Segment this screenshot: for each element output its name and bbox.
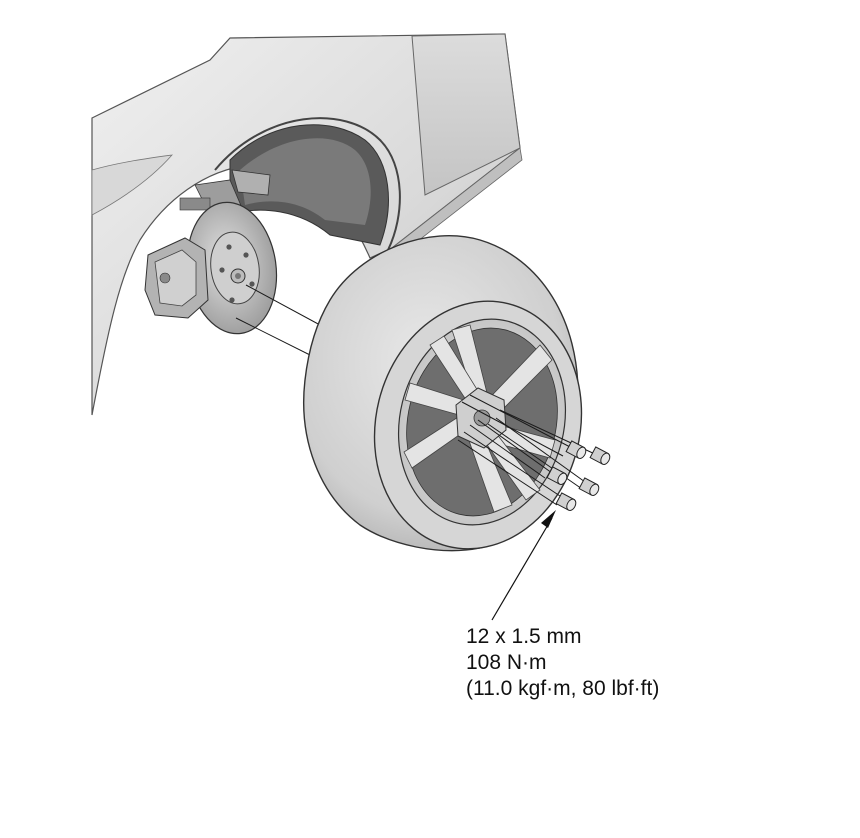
torque-alt-units-text: (11.0 kgf·m, 80 lbf·ft) <box>466 677 660 700</box>
wheel-stud <box>226 244 232 250</box>
lug-nuts <box>546 440 611 511</box>
brake-disc <box>186 201 278 335</box>
wheel-stud <box>249 281 255 287</box>
torque-spec-callout: 12 x 1.5 mm 108 N·m (11.0 kgf·m, 80 lbf·… <box>466 624 659 702</box>
car-body <box>91 33 523 416</box>
lug-nut-icon <box>578 477 600 496</box>
lug-nut-icon <box>555 492 577 511</box>
lug-nut-guide-lines <box>457 394 598 506</box>
wheel-stud <box>229 297 235 303</box>
arrow-icon <box>491 510 556 621</box>
torque-nm-text: 108 N·m <box>466 651 547 674</box>
lug-nut-icon <box>565 440 587 459</box>
lug-nut-icon <box>546 466 568 485</box>
thread-size-text: 12 x 1.5 mm <box>466 625 582 648</box>
brake-caliper <box>144 237 209 319</box>
wheel-stud <box>243 252 249 258</box>
wheel-stud <box>219 267 225 273</box>
wheel-tire-assembly <box>303 235 583 552</box>
lug-nut-icon <box>589 446 611 465</box>
